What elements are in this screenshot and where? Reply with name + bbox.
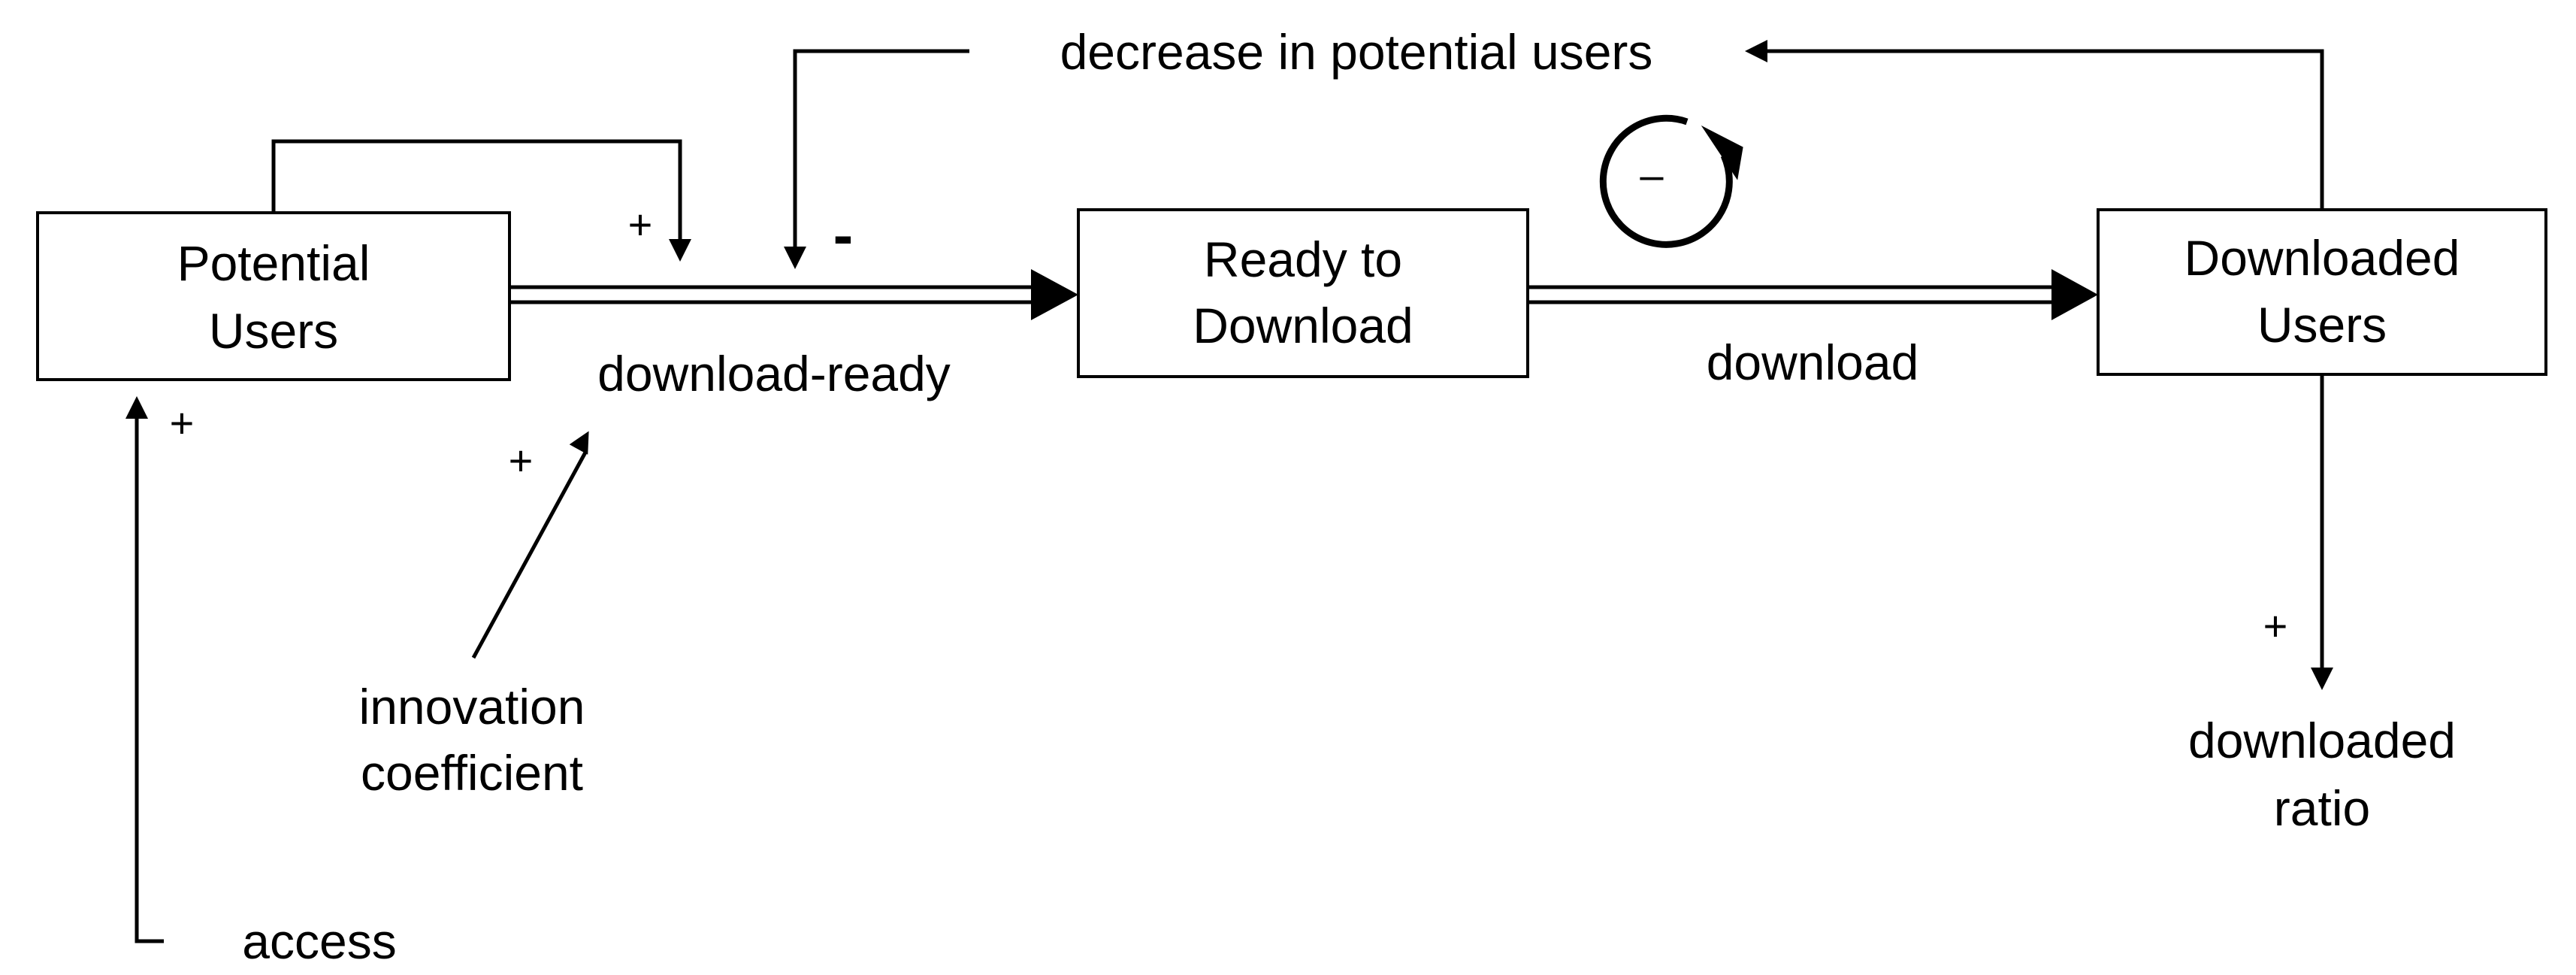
loop-polarity: – <box>1640 151 1664 198</box>
variable-access: access <box>242 913 396 969</box>
arrow-down-icon <box>784 247 806 269</box>
arrow-down-icon <box>2311 668 2333 690</box>
flow-arrowhead-icon <box>2051 269 2098 320</box>
stock-downloaded-users-line2: Users <box>2257 297 2387 353</box>
polarity-plus: + <box>509 437 534 484</box>
flow-pipe-download-ready <box>509 269 1078 320</box>
polarity-plus: + <box>628 201 653 248</box>
variable-decrease-in-potential-users: decrease in potential users <box>1060 24 1653 80</box>
link-downloaded-users-to-decrease <box>1745 40 2324 210</box>
arrow-left-icon <box>1745 40 1767 62</box>
link-access-to-potential-users <box>125 396 164 943</box>
flow-label-download-ready: download-ready <box>597 346 951 401</box>
link-innovation-to-download-ready <box>471 431 589 659</box>
flow-pipe-download <box>1528 269 2098 320</box>
arrow-up-icon <box>125 396 148 419</box>
variable-innovation-coefficient-line2: coefficient <box>361 745 583 801</box>
stock-downloaded-users-line1: Downloaded <box>2184 230 2460 286</box>
stock-potential-users: Potential Users <box>36 211 511 381</box>
polarity-plus: + <box>170 399 195 447</box>
stock-ready-to-download-line2: Download <box>1193 298 1413 353</box>
polarity-minus: - <box>833 201 854 268</box>
stock-ready-to-download: Ready to Download <box>1077 208 1529 378</box>
polarity-plus: + <box>2263 602 2288 649</box>
variable-downloaded-ratio-line1: downloaded <box>2188 713 2456 768</box>
link-downloaded-users-to-ratio <box>2311 374 2333 690</box>
balancing-loop-icon: – <box>1599 114 1743 248</box>
stock-ready-to-download-line1: Ready to <box>1204 232 1402 287</box>
stock-potential-users-line2: Users <box>209 303 338 359</box>
variable-innovation-coefficient-line1: innovation <box>359 679 585 734</box>
arrow-up-right-icon <box>569 431 589 455</box>
link-decrease-to-download-ready <box>784 49 969 269</box>
flow-arrowhead-icon <box>1031 269 1078 320</box>
variable-downloaded-ratio-line2: ratio <box>2274 780 2370 836</box>
arrow-down-icon <box>669 239 691 262</box>
stock-potential-users-line1: Potential <box>177 235 370 291</box>
flow-label-download: download <box>1707 335 1919 390</box>
link-potential-users-to-download-ready <box>271 139 691 262</box>
stock-downloaded-users: Downloaded Users <box>2097 208 2547 376</box>
